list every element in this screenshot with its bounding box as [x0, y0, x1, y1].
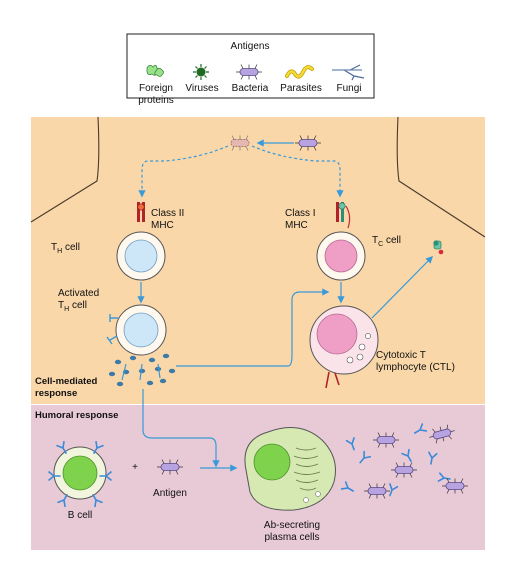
th-cell-label: TH cell [51, 242, 80, 255]
plus-sign: + [132, 462, 138, 473]
ctl-label-line1: Cytotoxic T [376, 350, 426, 361]
mhc-class2-receptor [137, 202, 145, 222]
plasma-label-line2: plasma cells [264, 532, 319, 543]
cytokines [108, 353, 176, 387]
antigen-legend: Antigens Foreign proteins Viruses Bacter… [126, 33, 375, 106]
presenting-cell-membrane [30, 116, 486, 238]
legend-box [126, 33, 375, 99]
virus-icon [193, 64, 209, 80]
mhc-class1-receptor [336, 202, 351, 229]
legend-label-viruses: Viruses [185, 83, 218, 94]
arrow-class2-path [138, 145, 229, 198]
arrow-help-b [142, 389, 220, 468]
legend-label-fungi: Fungi [336, 83, 361, 94]
ctl-cell [309, 305, 379, 389]
activated-label-line2: TH cell [58, 300, 87, 313]
fungus-icon [332, 64, 365, 81]
legend-label-bacteria: Bacteria [232, 83, 269, 94]
b-cell [48, 440, 112, 508]
parasite-icon [285, 65, 314, 79]
th-cell [116, 231, 166, 281]
target-cell-mhc [433, 240, 444, 255]
plasma-cell [244, 427, 336, 511]
ctl-label-line2: lymphocyte (CTL) [376, 362, 455, 373]
legend-label-foreign: Foreign [139, 83, 173, 94]
foreign-protein-icon [146, 64, 164, 77]
class1-label-line2: MHC [285, 220, 308, 231]
b-cell-label: B cell [68, 510, 92, 521]
activated-label-line1: Activated [58, 288, 99, 299]
legend-title: Antigens [231, 41, 270, 52]
arrow-help-tc [176, 288, 330, 367]
arrow-ctl-kill [371, 255, 434, 319]
cell-mediated-panel [31, 117, 485, 404]
processed-bacterium [230, 135, 250, 151]
tc-cell-label: TC cell [372, 235, 401, 248]
legend-label-proteins: proteins [138, 95, 174, 106]
cell-mediated-label-line1: Cell-mediated [35, 376, 97, 387]
humoral-label: Humoral response [35, 410, 118, 421]
antigen-label: Antigen [153, 488, 187, 499]
class2-label-line2: MHC [151, 220, 174, 231]
activated-th-cell [106, 304, 167, 356]
tc-cell [316, 231, 366, 281]
plasma-label-line1: Ab-secreting [264, 520, 320, 531]
cytokine-arrows [121, 363, 161, 381]
cell-mediated-label-line2: response [35, 388, 77, 399]
legend-label-parasites: Parasites [280, 83, 322, 94]
class2-label-line1: Class II [151, 208, 184, 219]
class1-label-line1: Class I [285, 208, 316, 219]
